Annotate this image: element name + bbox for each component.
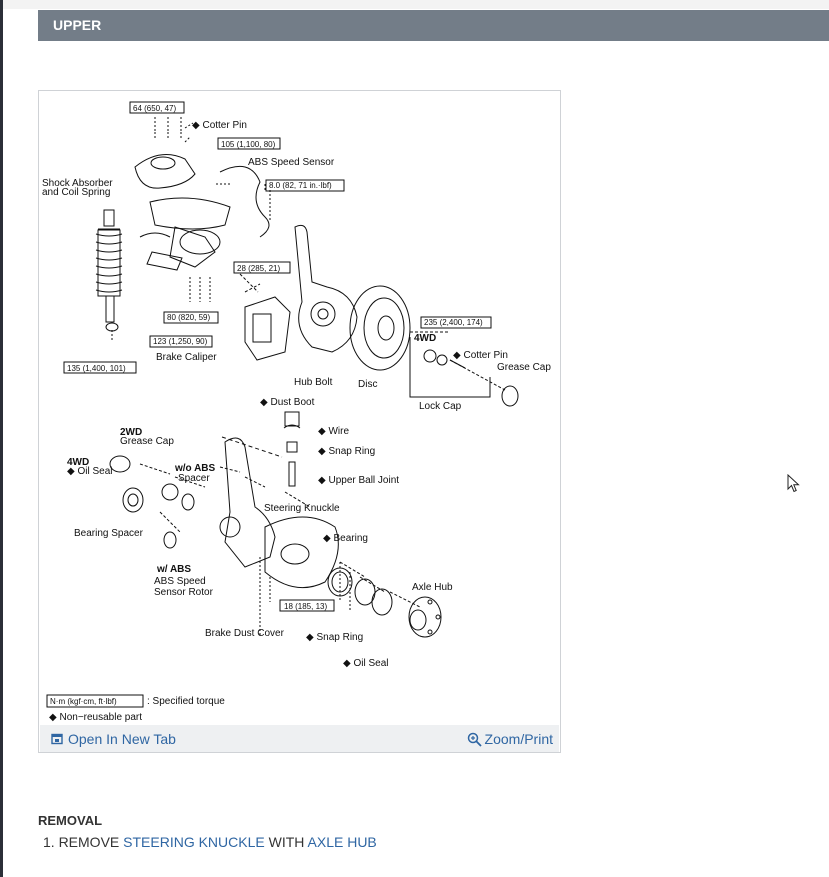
- torque-label-123: 123 (1,250, 90): [153, 337, 208, 346]
- label-brake-caliper: Brake Caliper: [156, 352, 217, 363]
- label-wo-abs: w/o ABS: [174, 463, 216, 474]
- figure-footer: Open In New Tab Zoom/Print: [40, 725, 559, 752]
- section-header: UPPER: [38, 10, 829, 41]
- label-4wd-lower: 4WD: [67, 457, 89, 468]
- steering-knuckle-upper-drawing: [294, 224, 358, 353]
- label-abs-rotor-1: ABS Speed: [154, 576, 206, 587]
- label-hub-bolt: Hub Bolt: [294, 377, 333, 388]
- torque-label-80: 80 (820, 59): [167, 313, 210, 322]
- label-upper-ball-joint: ◆ Upper Ball Joint: [318, 475, 399, 486]
- label-w-abs: w/ ABS: [156, 564, 191, 575]
- zoom-in-icon: [467, 732, 482, 747]
- label-cotter-pin-top: ◆ Cotter Pin: [192, 120, 247, 131]
- removal-heading: REMOVAL: [38, 813, 103, 828]
- torque-label-235: 235 (2,400, 174): [424, 318, 483, 327]
- label-4wd-upper: 4WD: [414, 333, 436, 344]
- legend-specified-torque: : Specified torque: [147, 696, 225, 707]
- step-middle: WITH: [264, 834, 308, 850]
- torque-label-105: 105 (1,100, 80): [221, 140, 276, 149]
- label-brake-dust-cover: Brake Dust Cover: [205, 628, 285, 639]
- upper-arm-drawing: [134, 154, 231, 271]
- label-abs-rotor-2: Sensor Rotor: [154, 587, 214, 598]
- torque-label-8: 8.0 (82, 71 in.·lbf): [269, 181, 332, 190]
- removal-step-1: 1. REMOVE STEERING KNUCKLE WITH AXLE HUB: [43, 834, 377, 850]
- label-coil-spring: and Coil Spring: [42, 187, 110, 198]
- label-shock-absorber: Shock Absorber: [42, 178, 113, 189]
- torque-label-28: 28 (285, 21): [237, 264, 280, 273]
- steering-knuckle-lower-drawing: [219, 437, 276, 568]
- label-grease-cap-left: Grease Cap: [120, 436, 174, 447]
- step-prefix: 1. REMOVE: [43, 834, 124, 850]
- figure-container: 64 (650, 47) ◆ Cotter Pin 105 (1,100, 80…: [38, 90, 561, 753]
- label-bearing-spacer: Bearing Spacer: [74, 528, 144, 539]
- label-abs-speed-sensor: ABS Speed Sensor: [248, 157, 335, 168]
- shock-absorber-drawing: [95, 209, 123, 332]
- label-bearing: ◆ Bearing: [323, 533, 368, 544]
- zoom-print-label: Zoom/Print: [484, 731, 553, 747]
- label-oil-seal-lower: ◆ Oil Seal: [343, 658, 388, 669]
- label-disc: Disc: [358, 379, 377, 390]
- legend-non-reusable: ◆ Non−reusable part: [49, 712, 142, 723]
- label-lock-cap: Lock Cap: [419, 401, 462, 412]
- open-in-new-tab-icon: [51, 733, 63, 745]
- axle-hub-drawing: [408, 596, 442, 638]
- label-2wd: 2WD: [120, 427, 142, 438]
- open-in-new-tab-link[interactable]: Open In New Tab: [51, 731, 176, 747]
- window-left-edge: [0, 0, 3, 877]
- zoom-print-link[interactable]: Zoom/Print: [467, 731, 553, 747]
- brake-dust-cover-drawing: [264, 516, 339, 589]
- window-top-edge: [0, 0, 829, 9]
- open-in-new-tab-label: Open In New Tab: [68, 731, 176, 747]
- label-cotter-pin-right: ◆ Cotter Pin: [453, 350, 508, 361]
- label-snap-ring-upper: ◆ Snap Ring: [318, 446, 375, 457]
- label-steering-knuckle: Steering Knuckle: [264, 503, 340, 514]
- mouse-pointer-icon: [787, 474, 800, 493]
- legend-units: N·m (kgf·cm, ft·lbf): [50, 697, 117, 706]
- torque-label-64: 64 (650, 47): [133, 104, 176, 113]
- label-wire: ◆ Wire: [318, 426, 349, 437]
- axle-hub-link[interactable]: AXLE HUB: [307, 834, 377, 850]
- suspension-exploded-diagram[interactable]: 64 (650, 47) ◆ Cotter Pin 105 (1,100, 80…: [40, 92, 559, 724]
- label-axle-hub: Axle Hub: [412, 582, 453, 593]
- torque-label-18: 18 (185, 13): [284, 602, 327, 611]
- label-dust-boot: ◆ Dust Boot: [260, 397, 315, 408]
- brake-caliper-drawing: [244, 296, 291, 361]
- label-snap-ring-lower: ◆ Snap Ring: [306, 632, 363, 643]
- steering-knuckle-link[interactable]: STEERING KNUCKLE: [123, 834, 265, 850]
- label-grease-cap-right: Grease Cap: [497, 362, 551, 373]
- disc-drawing: [349, 285, 411, 371]
- label-oil-seal-left: ◆ Oil Seal: [67, 466, 112, 477]
- torque-label-135: 135 (1,400, 101): [67, 364, 126, 373]
- label-spacer: Spacer: [178, 473, 210, 484]
